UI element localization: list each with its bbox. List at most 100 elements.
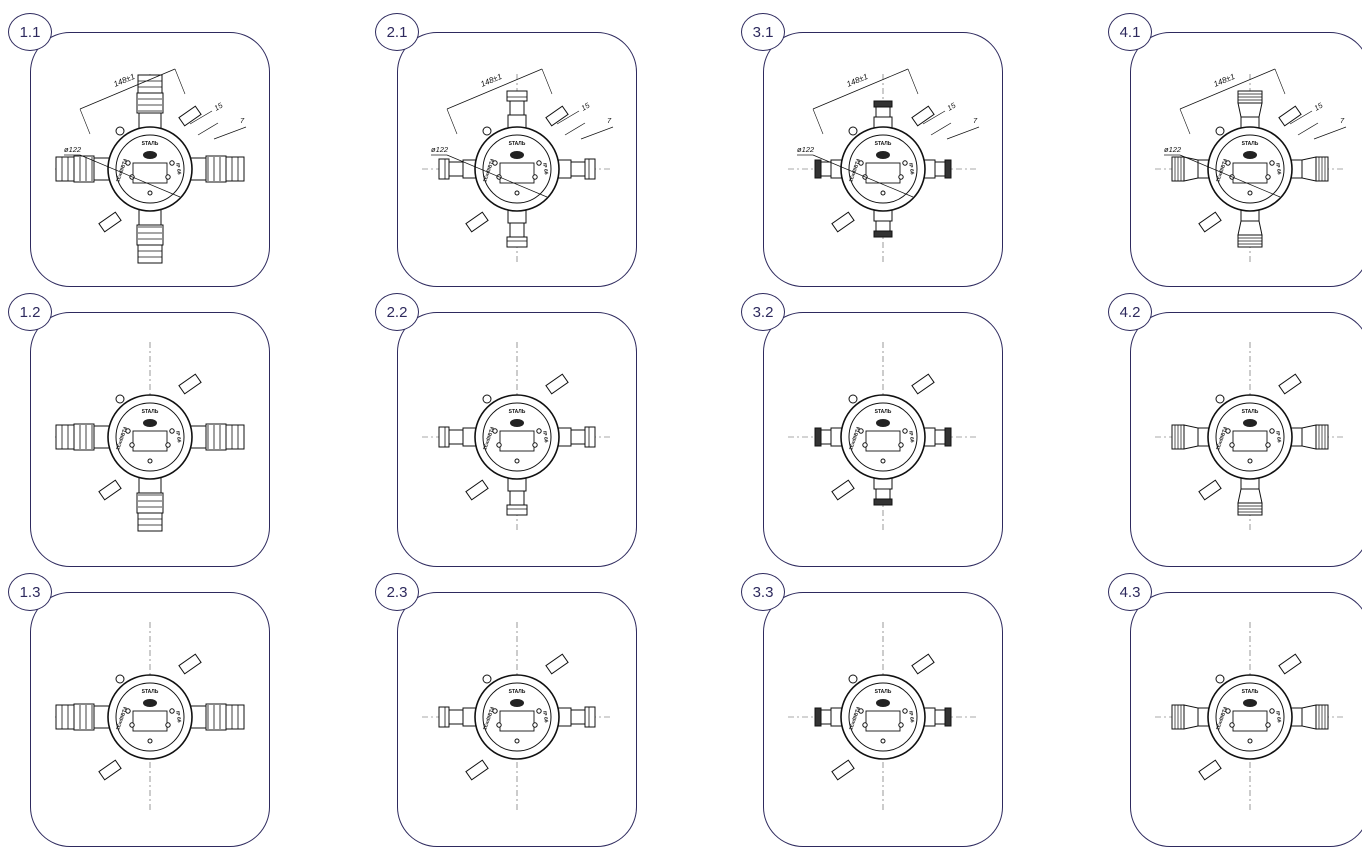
variant-number-badge: 1.2 [8,293,52,331]
earth-stud [848,126,858,136]
gland-top [506,90,528,130]
bolt-hole [902,708,908,714]
housing-label-right: IP 66 [907,163,915,176]
earth-stud [1215,674,1225,684]
terminal-block [132,710,168,732]
gland-bottom [506,208,528,248]
dimension-line-15 [556,110,580,125]
mounting-lug [178,653,202,675]
gland-bottom [1237,208,1263,248]
bolt-hole [492,428,498,434]
mounting-lug [545,105,569,127]
dimension-line-148 [79,68,176,110]
variant-number-badge: 3.3 [741,573,785,611]
gland-left [438,426,478,448]
earth-stud [482,674,492,684]
gland-top [136,74,164,130]
terminal-block [1232,430,1268,452]
gland-left [55,155,111,183]
housing-label-right: IP 66 [541,431,549,444]
bolt-hole [1225,160,1231,166]
dimension-label-7: 7 [973,116,978,125]
mounting-lug [465,479,489,501]
housing-label-right: IP 66 [907,431,915,444]
drain-hole [147,458,153,464]
variant-number-badge: 2.1 [375,13,419,51]
housing-cover [848,682,918,752]
dimension-label-15: 15 [946,100,958,112]
dimension-line-15 [922,110,946,125]
gland-right [189,423,245,451]
terminal-block [499,162,535,184]
gland-bottom [136,476,164,532]
gland-right [922,159,952,179]
housing-cover [1215,134,1285,204]
dimension-label-148: 148±1 [845,72,869,89]
dimension-line-7 [580,126,614,140]
gland-left [1171,156,1211,182]
mounting-lug [465,759,489,781]
terminal-block [499,430,535,452]
dimension-line-15 [189,110,213,125]
cover-screw [876,151,890,159]
bolt-hole [1265,722,1271,728]
mounting-lug [98,759,122,781]
housing-label-right: IP 66 [541,711,549,724]
housing-label-right: IP 66 [174,711,182,724]
housing-cover [848,402,918,472]
bolt-hole [496,722,502,728]
terminal-block [1232,162,1268,184]
dimension-line-148 [812,68,909,110]
housing-cover [482,682,552,752]
bolt-hole [858,428,864,434]
bolt-hole [1229,722,1235,728]
earth-stud [482,394,492,404]
earth-stud [115,674,125,684]
gland-bottom [506,476,528,516]
dimension-line-7 [213,126,247,140]
earth-stud [115,394,125,404]
terminal-block [865,710,901,732]
drain-hole [147,738,153,744]
dimension-label-148: 148±1 [479,72,503,89]
bolt-hole [125,160,131,166]
dimension-line-148 [446,68,543,110]
gland-bottom [873,476,893,506]
variant-number-badge: 4.1 [1108,13,1152,51]
bolt-hole [536,428,542,434]
bolt-hole [1269,160,1275,166]
dimension-label-122: ø122 [64,145,82,154]
mounting-lug [98,479,122,501]
terminal-block [132,162,168,184]
housing-cover [1215,402,1285,472]
drain-hole [880,190,886,196]
gland-bottom [873,208,893,238]
bolt-hole [169,708,175,714]
housing-cover [1215,682,1285,752]
dimension-line-122 [812,154,914,198]
dimension-label-122: ø122 [797,145,815,154]
drain-hole [514,190,520,196]
housing-label-top: STAЛЬ [1242,689,1259,695]
gland-right [556,706,596,728]
mounting-lug [465,211,489,233]
bolt-hole [1269,708,1275,714]
housing-label-right: IP 66 [174,163,182,176]
variant-number-badge: 2.3 [375,573,419,611]
cover-screw [143,699,157,707]
dimension-line-122 [446,154,548,198]
bolt-hole [1265,442,1271,448]
dimension-label-15: 15 [1313,100,1325,112]
dimension-line-15 [1289,110,1313,125]
housing-label-right: IP 66 [174,431,182,444]
dimension-label-7: 7 [607,116,612,125]
earth-stud [1215,394,1225,404]
variant-number-badge: 1.3 [8,573,52,611]
dimension-label-15: 15 [580,100,592,112]
